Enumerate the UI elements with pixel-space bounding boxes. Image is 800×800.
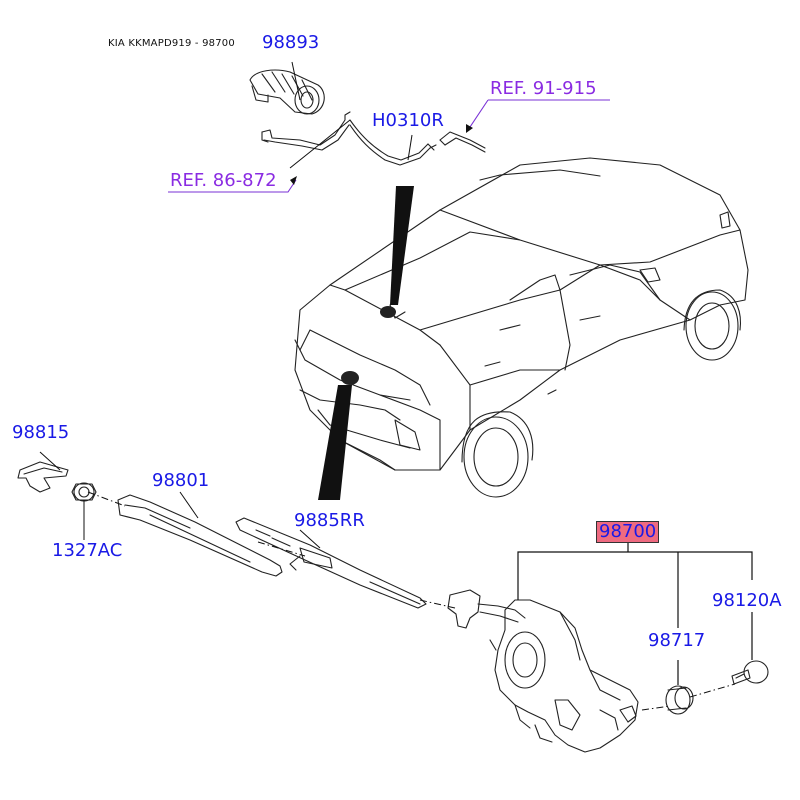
part-label-98893[interactable]: 98893 [262,32,320,53]
part-label-98120a[interactable]: 98120A [712,590,782,611]
ref-label-91-915[interactable]: REF. 91-915 [490,78,597,99]
dashed-guides [87,491,736,711]
part-label-9885rr[interactable]: 9885RR [294,510,365,531]
diagram-caption: KIA KKMAPD919 - 98700 [108,38,235,49]
ref-label-86-872[interactable]: REF. 86-872 [170,170,277,191]
washer-hose-assembly [249,69,486,166]
wiper-motor-assembly [447,589,769,753]
part-label-98815[interactable]: 98815 [12,422,70,443]
part-label-98717[interactable]: 98717 [648,630,706,651]
part-label-98700-highlighted[interactable]: 98700 [596,521,660,543]
leader-lines [39,61,413,549]
part-label-1327ac[interactable]: 1327AC [52,540,123,561]
vehicle-illustration [294,157,749,498]
part-label-98801[interactable]: 98801 [152,470,210,491]
part-label-h0310r[interactable]: H0310R [372,110,444,131]
assembly-bracket [517,542,753,685]
wiper-parts [17,461,427,609]
pointer-bands [318,186,414,500]
